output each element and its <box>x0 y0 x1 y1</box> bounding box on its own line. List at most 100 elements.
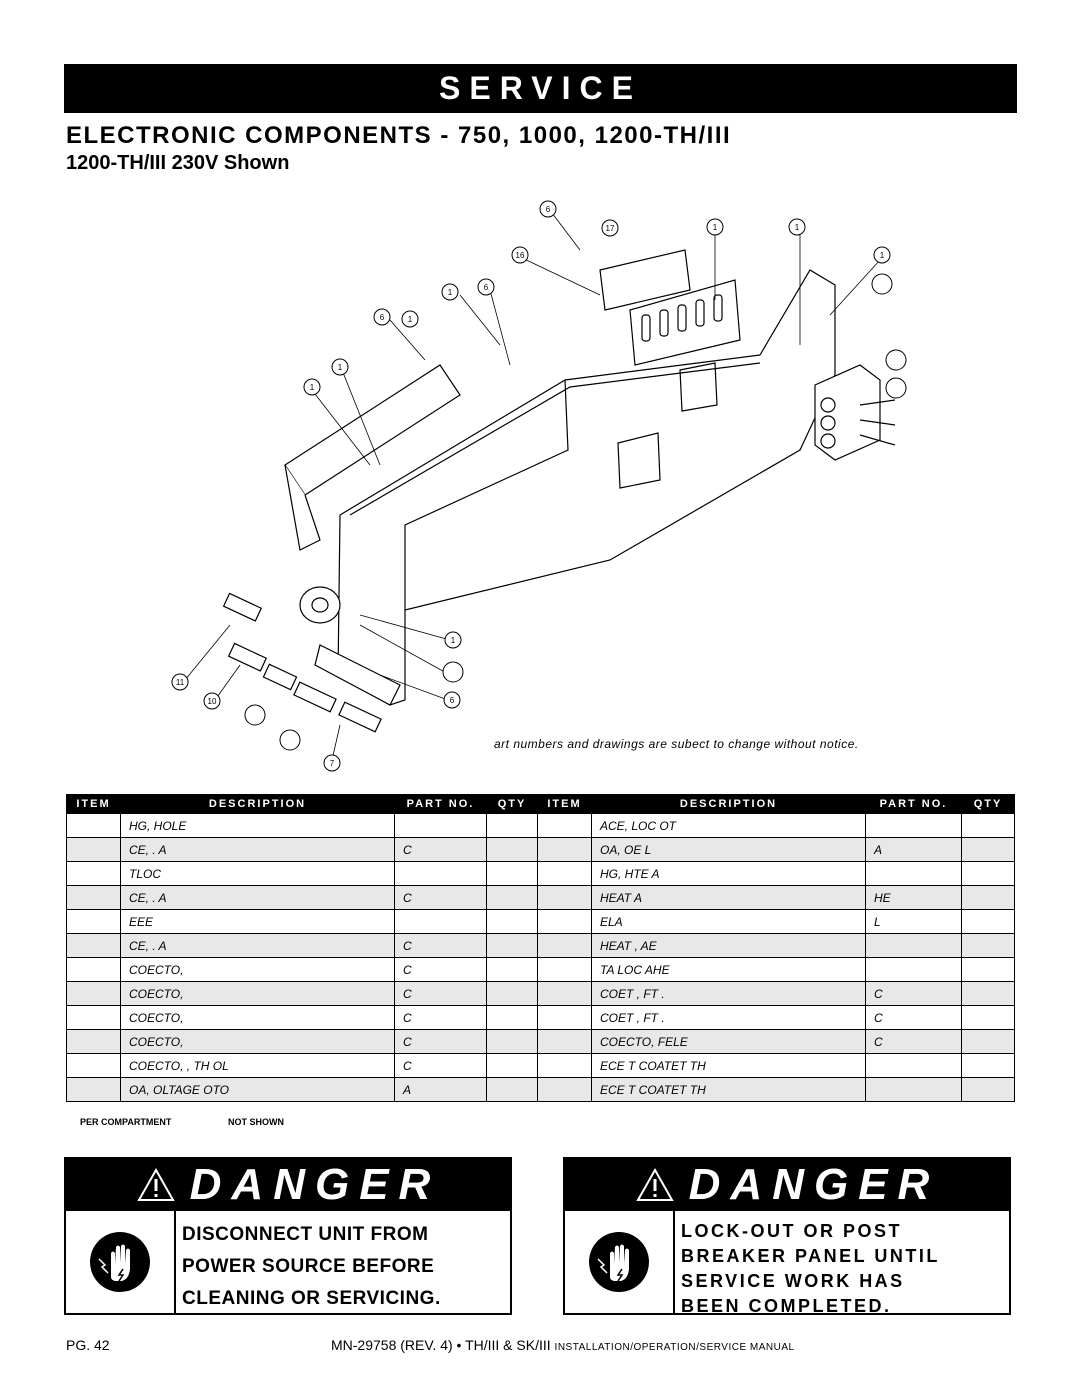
column-header: DESCRIPTION <box>120 794 395 814</box>
table-cell: C <box>394 837 487 862</box>
table-cell: COECTO, , TH OL <box>120 1053 395 1078</box>
table-cell <box>66 909 121 934</box>
table-cell <box>66 957 121 982</box>
danger-text-line: BEEN COMPLETED. <box>681 1296 892 1316</box>
danger-header: DANGER <box>66 1159 510 1211</box>
table-cell <box>66 813 121 838</box>
table-cell <box>537 1053 592 1078</box>
table-cell <box>486 1077 538 1102</box>
table-cell <box>865 957 962 982</box>
callout-label: 7 <box>330 759 335 768</box>
table-cell <box>66 1053 121 1078</box>
table-cell: ECE T COATET TH <box>591 1077 866 1102</box>
danger-panel-disconnect: DANGER DISCONNECT UNIT FROM POWER SOURCE… <box>64 1157 512 1315</box>
table-cell <box>961 813 1015 838</box>
table-cell: EEE <box>120 909 395 934</box>
table-cell: COET , FT . <box>591 981 866 1006</box>
manual-code: MN-29758 (REV. 4) • TH/III & SK/III <box>331 1337 551 1353</box>
table-cell: COECTO, <box>120 957 395 982</box>
table-cell <box>961 957 1015 982</box>
table-cell <box>537 1005 592 1030</box>
table-cell <box>961 981 1015 1006</box>
table-cell: COECTO, <box>120 981 395 1006</box>
table-cell <box>537 933 592 958</box>
table-cell <box>537 1077 592 1102</box>
column-header: QTY <box>486 794 538 814</box>
table-cell <box>66 1005 121 1030</box>
callout-circles <box>171 200 907 772</box>
table-cell: A <box>865 837 962 862</box>
control-board <box>284 364 461 496</box>
manual-reference: MN-29758 (REV. 4) • TH/III & SK/III INST… <box>331 1337 795 1353</box>
table-cell: TLOC <box>120 861 395 886</box>
table-cell <box>486 957 538 982</box>
table-cell: CE, . A <box>120 933 395 958</box>
callout-label: 16 <box>516 251 525 260</box>
buzzer <box>299 586 341 624</box>
table-cell: A <box>394 1077 487 1102</box>
page-number: PG. 42 <box>66 1337 110 1353</box>
column-header: ITEM <box>66 794 121 814</box>
legend-not-shown: NOT SHOWN <box>228 1117 284 1127</box>
column-header: QTY <box>961 794 1015 814</box>
column-header: ITEM <box>537 794 592 814</box>
table-cell <box>961 909 1015 934</box>
table-cell <box>961 1077 1015 1102</box>
table-cell <box>486 1029 538 1054</box>
danger-text-line: BREAKER PANEL UNTIL <box>681 1246 940 1266</box>
table-cell: HE <box>865 885 962 910</box>
table-cell <box>537 1029 592 1054</box>
table-cell <box>537 861 592 886</box>
table-cell: CE, . A <box>120 885 395 910</box>
table-cell: C <box>394 1005 487 1030</box>
table-cell <box>66 861 121 886</box>
table-cell <box>394 861 487 886</box>
table-cell: C <box>865 1029 962 1054</box>
table-cell: COET , FT . <box>591 1005 866 1030</box>
table-cell: HG, HTE A <box>591 861 866 886</box>
table-cell <box>537 813 592 838</box>
table-cell <box>66 885 121 910</box>
table-cell: OA, OLTAGE OTO <box>120 1077 395 1102</box>
legend-per-compartment: PER COMPARTMENT <box>80 1117 172 1127</box>
table-cell: OA, OE L <box>591 837 866 862</box>
danger-text-line: CLEANING OR SERVICING. <box>182 1288 441 1309</box>
table-cell <box>486 1053 538 1078</box>
warning-triangle-icon <box>635 1167 674 1201</box>
table-cell <box>961 1053 1015 1078</box>
table-cell <box>537 837 592 862</box>
callout-label: 17 <box>606 224 615 233</box>
table-cell: L <box>865 909 962 934</box>
callout-label: 1 <box>795 223 800 232</box>
table-cell <box>865 933 962 958</box>
table-cell: ECE T COATET TH <box>591 1053 866 1078</box>
table-cell <box>486 909 538 934</box>
table-cell <box>865 813 962 838</box>
table-cell <box>537 909 592 934</box>
table-cell <box>537 981 592 1006</box>
table-cell: C <box>394 981 487 1006</box>
callout-label: 6 <box>546 205 551 214</box>
callout-label: 11 <box>176 678 185 687</box>
table-cell: C <box>865 981 962 1006</box>
table-cell <box>66 1077 121 1102</box>
exploded-parts-diagram: 6 17 1 1 16 1 1 6 6 1 1 1 1 11 10 6 7 <box>171 200 907 772</box>
callout-label: 6 <box>380 313 385 322</box>
table-cell: ACE, LOC OT <box>591 813 866 838</box>
table-cell <box>865 861 962 886</box>
table-cell: C <box>394 1029 487 1054</box>
table-cell: C <box>865 1005 962 1030</box>
table-cell: C <box>394 933 487 958</box>
table-cell <box>961 885 1015 910</box>
section-banner: SERVICE <box>64 64 1017 113</box>
parts-table: ITEM DESCRIPTION PART NO. QTY ITEM DESCR… <box>66 794 1015 1102</box>
table-cell <box>486 813 538 838</box>
